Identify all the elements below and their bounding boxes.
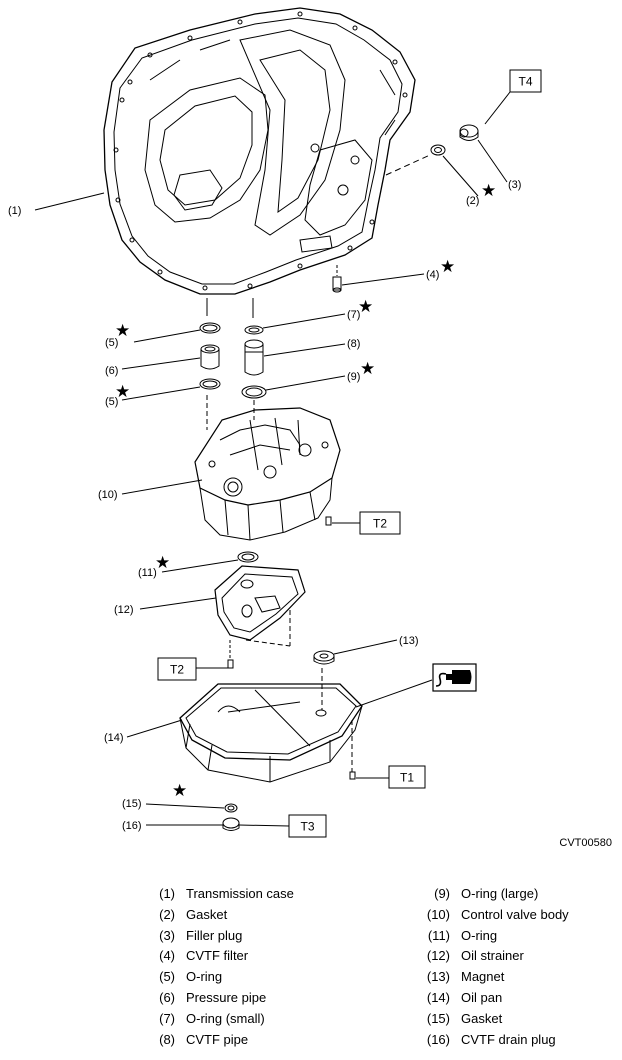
oil-strainer-drawing: [214, 565, 306, 641]
legend-name: Gasket: [461, 1010, 503, 1026]
legend-number: (1): [159, 886, 175, 901]
star-icon: ★: [115, 382, 130, 402]
cvtf-drain-plug-drawing: [222, 817, 240, 831]
callout-8: (8): [347, 338, 360, 350]
gasket-15-drawing: [224, 803, 238, 813]
star-icon: ★: [360, 359, 375, 379]
callout-15: (15): [122, 798, 142, 810]
o-ring-small-drawing: [244, 325, 264, 335]
legend-name: Pressure pipe: [186, 989, 267, 1005]
legend-name: O-ring: [186, 969, 223, 985]
torque-box-t1: [388, 765, 426, 789]
callout-16: (16): [122, 820, 142, 832]
torque-box-t1-label: T1: [400, 771, 414, 785]
star-icon: ★: [440, 257, 455, 277]
star-icon: ★: [358, 297, 373, 317]
legend-number: (7): [159, 1010, 175, 1026]
legend-name: CVTF pipe: [186, 1031, 249, 1047]
filler-plug-drawing: [459, 124, 479, 141]
exploded-view-diagram: (1) (2) (3) (4) (5) (5) (6) (7) (8) (9) …: [8, 7, 612, 849]
legend-number: (5): [159, 969, 175, 985]
callout-4: (4): [426, 269, 439, 281]
star-icon: ★: [115, 321, 130, 341]
magnet-drawing: [313, 650, 335, 665]
callout-6: (6): [105, 365, 118, 377]
parts-legend: (1) Transmission case (2) Gasket (3) Filler…: [0, 884, 622, 1060]
legend-number: (11): [427, 927, 450, 943]
callout-labels: (1) (2) (3) (4) (5) (5) (6) (7) (8) (9) …: [8, 179, 521, 832]
legend-name: Gasket: [186, 906, 228, 922]
legend-number: (14): [426, 989, 450, 1005]
star-icon: ★: [155, 553, 170, 573]
control-valve-body-drawing: [194, 407, 341, 541]
transmission-case-drawing: [103, 7, 416, 295]
torque-box-t3: [288, 814, 327, 838]
gasket-drawing: [430, 144, 446, 156]
callout-7: (7): [347, 309, 360, 321]
torque-box-t2-upper: [359, 511, 401, 535]
o-ring-large-drawing: [241, 385, 267, 399]
legend-name: Transmission case: [186, 886, 294, 901]
legend-number: (13): [426, 969, 450, 985]
legend-number: (8): [159, 1031, 175, 1047]
cvtf-pipe-drawing: [244, 339, 264, 376]
o-ring-upper-drawing: [199, 322, 221, 334]
callout-14: (14): [104, 732, 124, 744]
legend-name: Magnet: [461, 969, 505, 985]
pressure-pipe-drawing: [200, 344, 220, 370]
cvtf-filter-drawing: [332, 276, 342, 293]
callout-9: (9): [347, 371, 360, 383]
oil-pan-drawing: [179, 683, 363, 783]
callout-5-upper: (5): [105, 337, 118, 349]
torque-box-t4: [509, 69, 542, 93]
torque-box-t4-label: T4: [518, 75, 532, 89]
torque-box-t2-lower: [157, 657, 197, 681]
callout-5-lower: (5): [105, 396, 118, 408]
callout-3: (3): [508, 179, 521, 191]
legend-number: (4): [159, 948, 175, 964]
callout-11: (11): [138, 567, 157, 579]
legend-name: O-ring: [461, 927, 498, 943]
sealant-tube-icon: [432, 663, 477, 692]
legend-number: (16): [426, 1031, 450, 1047]
legend-number: (10): [426, 906, 450, 922]
callout-12: (12): [114, 604, 134, 616]
legend-name: Filler plug: [186, 927, 243, 943]
callout-10: (10): [98, 489, 118, 501]
legend-number: (3): [159, 927, 175, 943]
legend-number: (9): [434, 886, 450, 901]
legend-number: (15): [426, 1010, 450, 1026]
callout-1: (1): [8, 205, 21, 217]
legend-name: Oil pan: [461, 989, 503, 1005]
replace-stars: ★ ★ ★ ★ ★ ★ ★ ★: [115, 181, 496, 801]
legend-number: (6): [159, 989, 175, 1005]
torque-box-t2-lower-label: T2: [170, 663, 184, 677]
torque-box-t2-upper-label: T2: [373, 517, 387, 531]
legend-name: Control valve body: [461, 906, 569, 922]
legend-name: CVTF drain plug: [461, 1031, 556, 1047]
callout-2: (2): [466, 195, 479, 207]
legend-number: (2): [159, 906, 175, 922]
star-icon: ★: [172, 781, 187, 801]
torque-box-t3-label: T3: [300, 820, 314, 834]
star-icon: ★: [481, 181, 496, 201]
legend-number: (12): [426, 948, 450, 964]
o-ring-11-drawing: [237, 551, 259, 563]
legend-name: CVTF filter: [186, 948, 249, 964]
callout-13: (13): [399, 635, 419, 647]
legend-name: O-ring (small): [186, 1010, 265, 1026]
legend-name: O-ring (large): [461, 886, 539, 901]
legend-name: Oil strainer: [461, 948, 524, 964]
torque-boxes: T4 T2 T2 T1 T3: [157, 69, 542, 838]
drawing-code: CVT00580: [559, 837, 612, 849]
